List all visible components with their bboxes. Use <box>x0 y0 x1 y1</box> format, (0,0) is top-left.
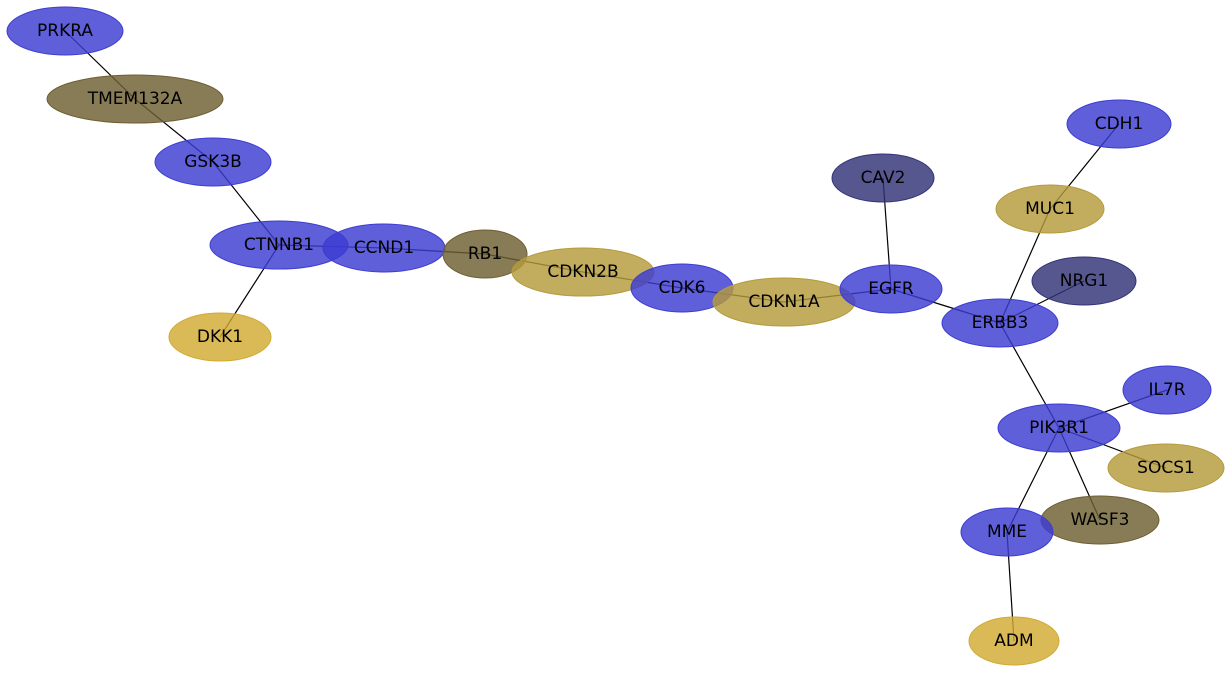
node-label: EGFR <box>868 279 914 299</box>
node-shape <box>442 229 528 279</box>
node-label: CDK6 <box>659 278 706 298</box>
node-label: CDKN1A <box>748 292 820 312</box>
node-cav2[interactable]: CAV2 <box>831 153 935 203</box>
node-nrg1[interactable]: NRG1 <box>1031 256 1137 306</box>
node-wasf3[interactable]: WASF3 <box>1040 495 1160 545</box>
node-label: CDH1 <box>1095 114 1144 134</box>
node-shape <box>168 312 272 362</box>
node-label: IL7R <box>1148 380 1185 400</box>
node-label: CAV2 <box>861 168 906 188</box>
node-shape <box>839 264 943 314</box>
node-mme[interactable]: MME <box>960 507 1054 557</box>
node-label: NRG1 <box>1060 271 1109 291</box>
node-shape <box>831 153 935 203</box>
node-label: PRKRA <box>37 21 93 41</box>
node-shape <box>46 74 224 124</box>
node-adm[interactable]: ADM <box>968 616 1060 666</box>
node-dkk1[interactable]: DKK1 <box>168 312 272 362</box>
node-shape <box>1107 443 1225 493</box>
node-shape <box>1122 365 1212 415</box>
node-label: RB1 <box>468 244 502 264</box>
node-shape <box>960 507 1054 557</box>
node-socs1[interactable]: SOCS1 <box>1107 443 1225 493</box>
node-label: DKK1 <box>197 327 243 347</box>
node-label: GSK3B <box>184 152 242 172</box>
node-label: MUC1 <box>1025 199 1075 219</box>
node-erbb3[interactable]: ERBB3 <box>941 298 1059 348</box>
node-label: ADM <box>994 631 1033 651</box>
node-label: WASF3 <box>1071 510 1130 530</box>
node-cdk6[interactable]: CDK6 <box>630 263 734 313</box>
node-cdkn1a[interactable]: CDKN1A <box>712 277 856 327</box>
node-rb1[interactable]: RB1 <box>442 229 528 279</box>
node-tmem132a[interactable]: TMEM132A <box>46 74 224 124</box>
node-pik3r1[interactable]: PIK3R1 <box>997 403 1121 453</box>
node-label: SOCS1 <box>1137 458 1195 478</box>
node-shape <box>968 616 1060 666</box>
node-gsk3b[interactable]: GSK3B <box>154 137 272 187</box>
node-egfr[interactable]: EGFR <box>839 264 943 314</box>
node-label: PIK3R1 <box>1029 418 1089 438</box>
node-shape <box>154 137 272 187</box>
node-label: MME <box>987 522 1027 542</box>
node-cdh1[interactable]: CDH1 <box>1066 99 1172 149</box>
node-label: TMEM132A <box>87 89 183 109</box>
node-ctnnb1[interactable]: CTNNB1 <box>209 220 349 270</box>
node-label: CDKN2B <box>547 262 618 282</box>
node-label: CCND1 <box>354 238 414 258</box>
node-shape <box>995 184 1105 234</box>
node-shape <box>1066 99 1172 149</box>
node-shape <box>997 403 1121 453</box>
node-il7r[interactable]: IL7R <box>1122 365 1212 415</box>
node-shape <box>6 6 124 56</box>
node-prkra[interactable]: PRKRA <box>6 6 124 56</box>
node-shape <box>941 298 1059 348</box>
node-shape <box>1031 256 1137 306</box>
node-muc1[interactable]: MUC1 <box>995 184 1105 234</box>
node-ccnd1[interactable]: CCND1 <box>322 223 446 273</box>
node-label: ERBB3 <box>972 313 1029 333</box>
node-label: CTNNB1 <box>244 235 314 255</box>
